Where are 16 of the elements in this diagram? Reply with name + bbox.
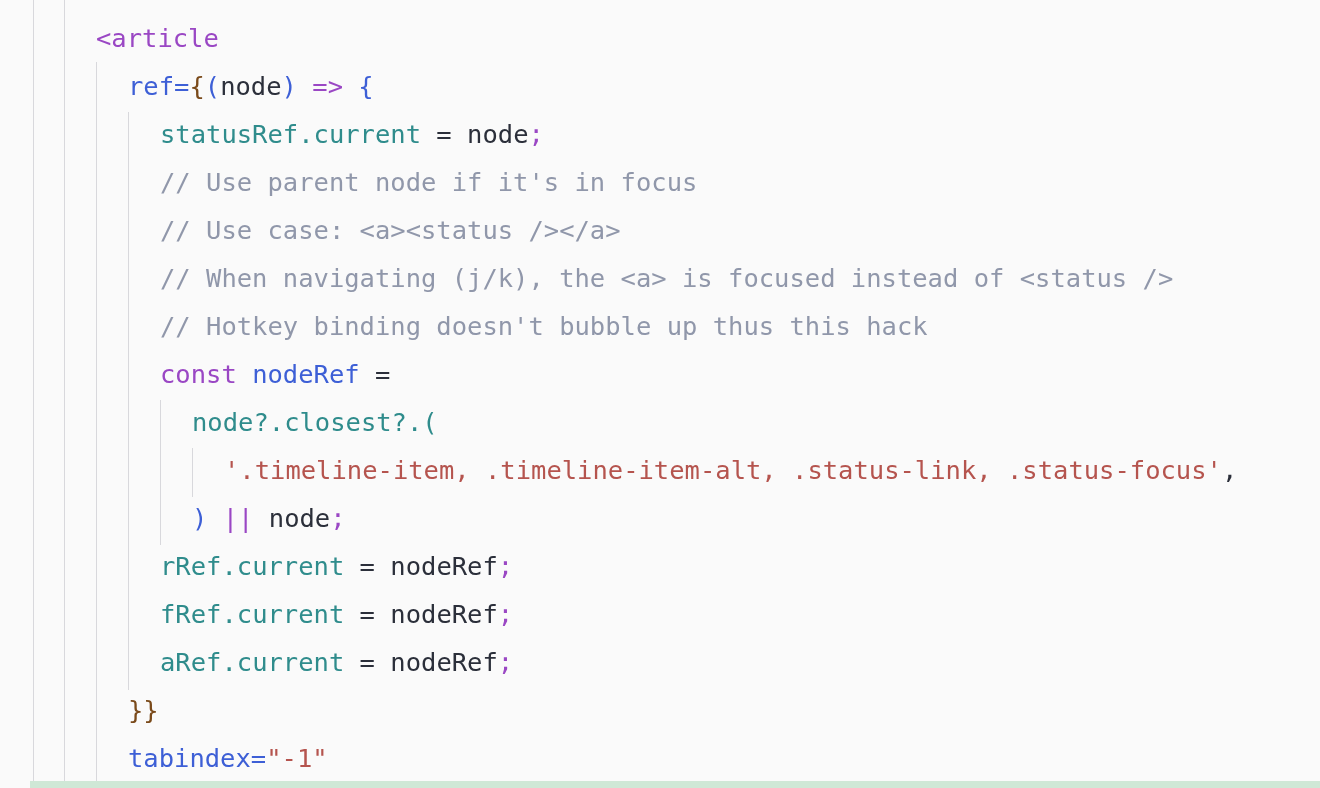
code-line: const nodeRef = [160, 358, 391, 390]
code-comment: // Use case: <a><status /></a> [160, 214, 621, 246]
code-comment: // Hotkey binding doesn't bubble up thus this hack [160, 310, 928, 342]
code-comment: // When navigating (j/k), the <a> is focused instead of <status /> [160, 262, 1174, 294]
code-line: fRef.current = nodeRef; [160, 598, 514, 630]
code-line: statusRef.current = node; [160, 118, 544, 150]
code-line: rRef.current = nodeRef; [160, 550, 514, 582]
code-line: }} [128, 694, 159, 726]
code-line: ref={(node) => { [128, 70, 374, 102]
code-line: '.timeline-item, .timeline-item-alt, .status-link, .status-focus', [224, 454, 1238, 486]
code-line: node?.closest?.( [192, 406, 438, 438]
code-line: tabindex="-1" [128, 742, 328, 774]
code-line: <article [96, 22, 219, 54]
code-comment: // Use parent node if it's in focus [160, 166, 698, 198]
code-line: aRef.current = nodeRef; [160, 646, 514, 678]
code-line: ) || node; [192, 502, 346, 534]
